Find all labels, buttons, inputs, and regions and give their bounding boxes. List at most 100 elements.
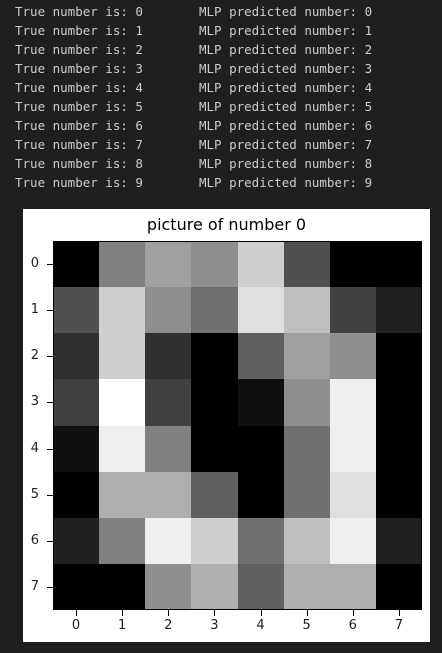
x-tick-label: 4 [256, 618, 265, 633]
y-tick-label: 3 [30, 394, 39, 410]
y-tick-mark [47, 310, 53, 311]
pixel-cell [191, 563, 239, 609]
pixel-cell [99, 563, 147, 609]
x-tick-mark [307, 610, 308, 616]
true-number-text: True number is: 5 [15, 99, 143, 114]
predicted-number-text: MLP predicted number: 6 [199, 118, 373, 133]
plot-title: picture of number 0 [146, 215, 307, 234]
true-number-text: True number is: 7 [15, 137, 143, 152]
pixel-cell [375, 425, 421, 473]
y-tick-label: 1 [30, 302, 39, 318]
x-tick-mark [353, 610, 354, 616]
pixel-cell [191, 287, 239, 335]
predicted-number-text: MLP predicted number: 7 [199, 137, 373, 152]
pixel-cell [99, 425, 147, 473]
pixel-cell [375, 517, 421, 565]
predicted-number-text: MLP predicted number: 5 [199, 99, 373, 114]
pixel-cell [237, 333, 285, 381]
output-line: True number is: 3 MLP predicted number: … [15, 59, 435, 78]
y-tick-label: 6 [30, 532, 39, 548]
pixel-cell [99, 287, 147, 335]
x-tick-label: 5 [302, 618, 311, 633]
pixel-cell [54, 379, 101, 427]
x-tick-mark [168, 610, 169, 616]
true-number-text: True number is: 4 [15, 80, 143, 95]
pixel-cell [329, 242, 377, 289]
output-line: True number is: 9 MLP predicted number: … [15, 173, 435, 192]
pixel-cell [191, 425, 239, 473]
pixel-cell [375, 563, 421, 609]
pixel-cell [99, 379, 147, 427]
y-tick-mark [47, 264, 53, 265]
pixel-cell [54, 242, 101, 289]
predicted-number-text: MLP predicted number: 2 [199, 42, 373, 57]
x-tick-mark [261, 610, 262, 616]
x-tick-mark [214, 610, 215, 616]
true-number-text: True number is: 2 [15, 42, 143, 57]
y-tick-mark [47, 495, 53, 496]
output-line: True number is: 2 MLP predicted number: … [15, 40, 435, 59]
pixel-cell [237, 471, 285, 519]
digit-heatmap [53, 241, 422, 610]
y-tick-mark [47, 402, 53, 403]
y-tick-mark [47, 449, 53, 450]
x-tick-mark [76, 610, 77, 616]
predicted-number-text: MLP predicted number: 3 [199, 61, 373, 76]
pixel-cell [54, 425, 101, 473]
pixel-cell [237, 425, 285, 473]
pixel-cell [99, 333, 147, 381]
output-line: True number is: 5 MLP predicted number: … [15, 97, 435, 116]
y-tick-mark [47, 356, 53, 357]
pixel-cell [54, 471, 101, 519]
pixel-cell [237, 563, 285, 609]
pixel-cell [375, 333, 421, 381]
pixel-cell [283, 471, 331, 519]
y-tick-mark [47, 587, 53, 588]
cell-output-text: True number is: 0 MLP predicted number: … [15, 2, 435, 192]
output-line: True number is: 8 MLP predicted number: … [15, 154, 435, 173]
pixel-cell [329, 471, 377, 519]
predicted-number-text: MLP predicted number: 4 [199, 80, 373, 95]
pixel-cell [283, 333, 331, 381]
pixel-cell [99, 517, 147, 565]
x-tick-label: 2 [164, 618, 173, 633]
pixel-cell [375, 379, 421, 427]
pixel-cell [283, 379, 331, 427]
pixel-cell [329, 333, 377, 381]
y-tick-label: 4 [30, 440, 39, 456]
pixel-cell [145, 287, 193, 335]
true-number-text: True number is: 6 [15, 118, 143, 133]
pixel-cell [237, 242, 285, 289]
pixel-cell [145, 471, 193, 519]
x-tick-label: 0 [71, 618, 81, 633]
y-tick-label: 2 [30, 348, 39, 364]
pixel-cell [54, 333, 101, 381]
pixel-cell [329, 379, 377, 427]
pixel-cell [375, 471, 421, 519]
x-tick-label: 1 [118, 618, 127, 633]
x-tick-label: 7 [394, 618, 404, 633]
pixel-cell [283, 425, 331, 473]
pixel-cell [54, 517, 101, 565]
pixel-cell [283, 563, 331, 609]
pixel-cell [283, 242, 331, 289]
pixel-cell [99, 471, 147, 519]
pixel-cell [191, 333, 239, 381]
output-line: True number is: 4 MLP predicted number: … [15, 78, 435, 97]
pixel-cell [329, 563, 377, 609]
x-tick-mark [122, 610, 123, 616]
pixel-cell [191, 517, 239, 565]
pixel-cell [145, 379, 193, 427]
pixel-cell [375, 242, 421, 289]
pixel-cell [191, 242, 239, 289]
predicted-number-text: MLP predicted number: 0 [199, 4, 373, 19]
x-tick-mark [399, 610, 400, 616]
pixel-cell [237, 287, 285, 335]
pixel-cell [329, 517, 377, 565]
pixel-cell [145, 563, 193, 609]
true-number-text: True number is: 9 [15, 175, 143, 190]
y-tick-label: 7 [30, 578, 39, 594]
predicted-number-text: MLP predicted number: 8 [199, 156, 373, 171]
output-line: True number is: 1 MLP predicted number: … [15, 21, 435, 40]
